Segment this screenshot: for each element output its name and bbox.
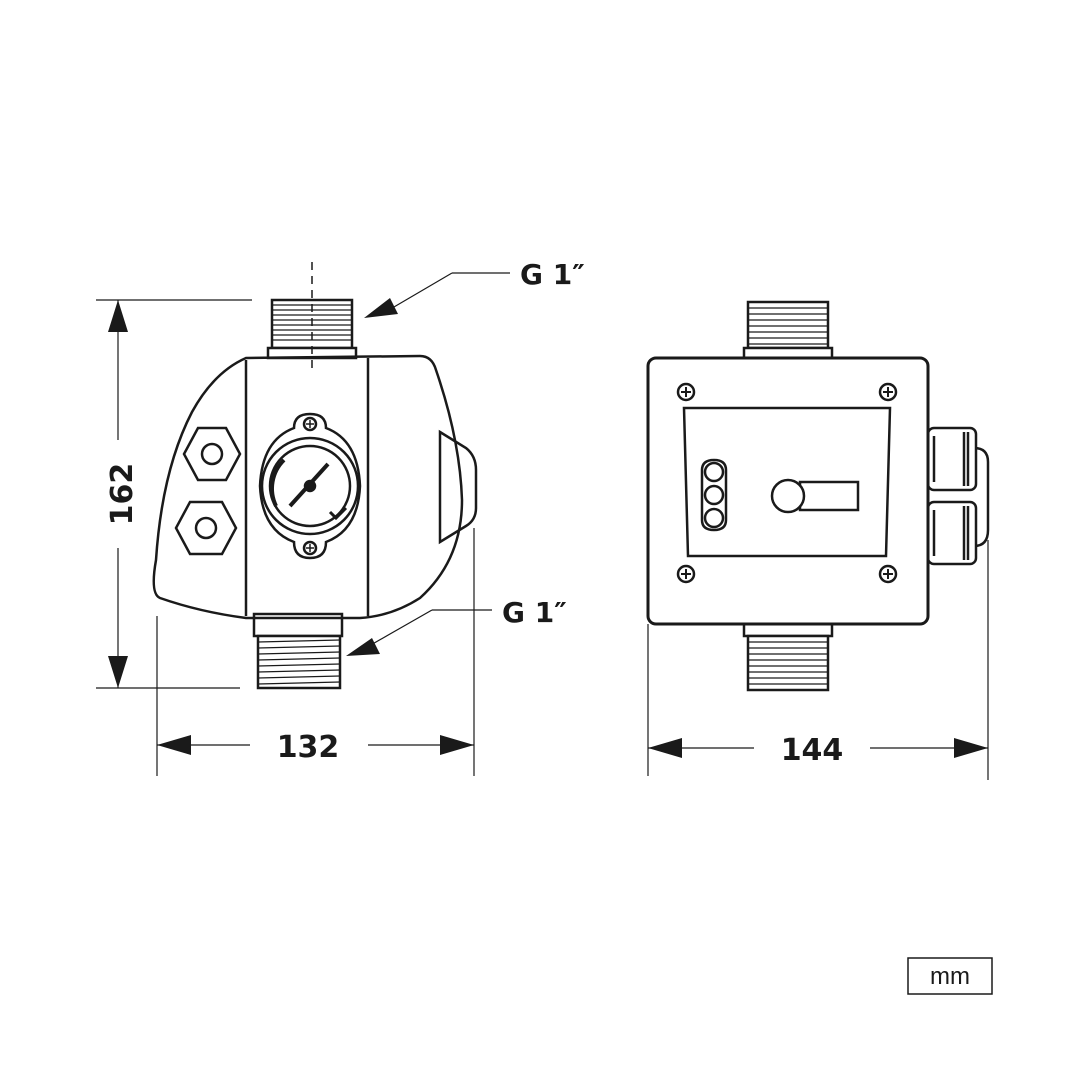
panel-screw-slots xyxy=(681,387,893,579)
pump-body xyxy=(152,354,464,620)
unit-box: mm xyxy=(907,957,993,995)
bottom-threaded-fitting xyxy=(252,612,344,690)
upper-cable-gland xyxy=(182,426,242,482)
pressure-gauge xyxy=(258,412,362,560)
side-bottom-thread-lines xyxy=(748,641,828,685)
bottom-thread-lines xyxy=(257,639,341,685)
reset-button xyxy=(770,478,860,514)
unit-label: mm xyxy=(930,963,970,990)
dimension-lines xyxy=(96,272,989,780)
dimension-arrows xyxy=(108,298,988,758)
front-view xyxy=(152,262,478,690)
side-lobe xyxy=(438,429,478,545)
bottom-thread-label: G 1″ xyxy=(502,596,567,629)
gauge-screws xyxy=(306,420,314,552)
side-width-dimension-label: 144 xyxy=(781,733,844,768)
lower-cable-gland xyxy=(174,500,238,556)
side-top-fitting xyxy=(742,300,834,360)
height-dimension-label: 162 xyxy=(105,463,140,526)
side-view xyxy=(646,300,990,692)
front-width-dimension-label: 132 xyxy=(277,730,340,765)
side-connector-bracket xyxy=(973,446,990,548)
side-bottom-fitting xyxy=(742,622,834,692)
side-top-thread-lines xyxy=(748,307,828,345)
top-thread-label: G 1″ xyxy=(520,258,585,291)
indicator-lights xyxy=(700,458,728,532)
control-panel xyxy=(682,406,892,558)
upper-cable-connector xyxy=(926,426,978,492)
controller-box xyxy=(646,356,930,626)
lower-cable-connector xyxy=(926,500,978,566)
